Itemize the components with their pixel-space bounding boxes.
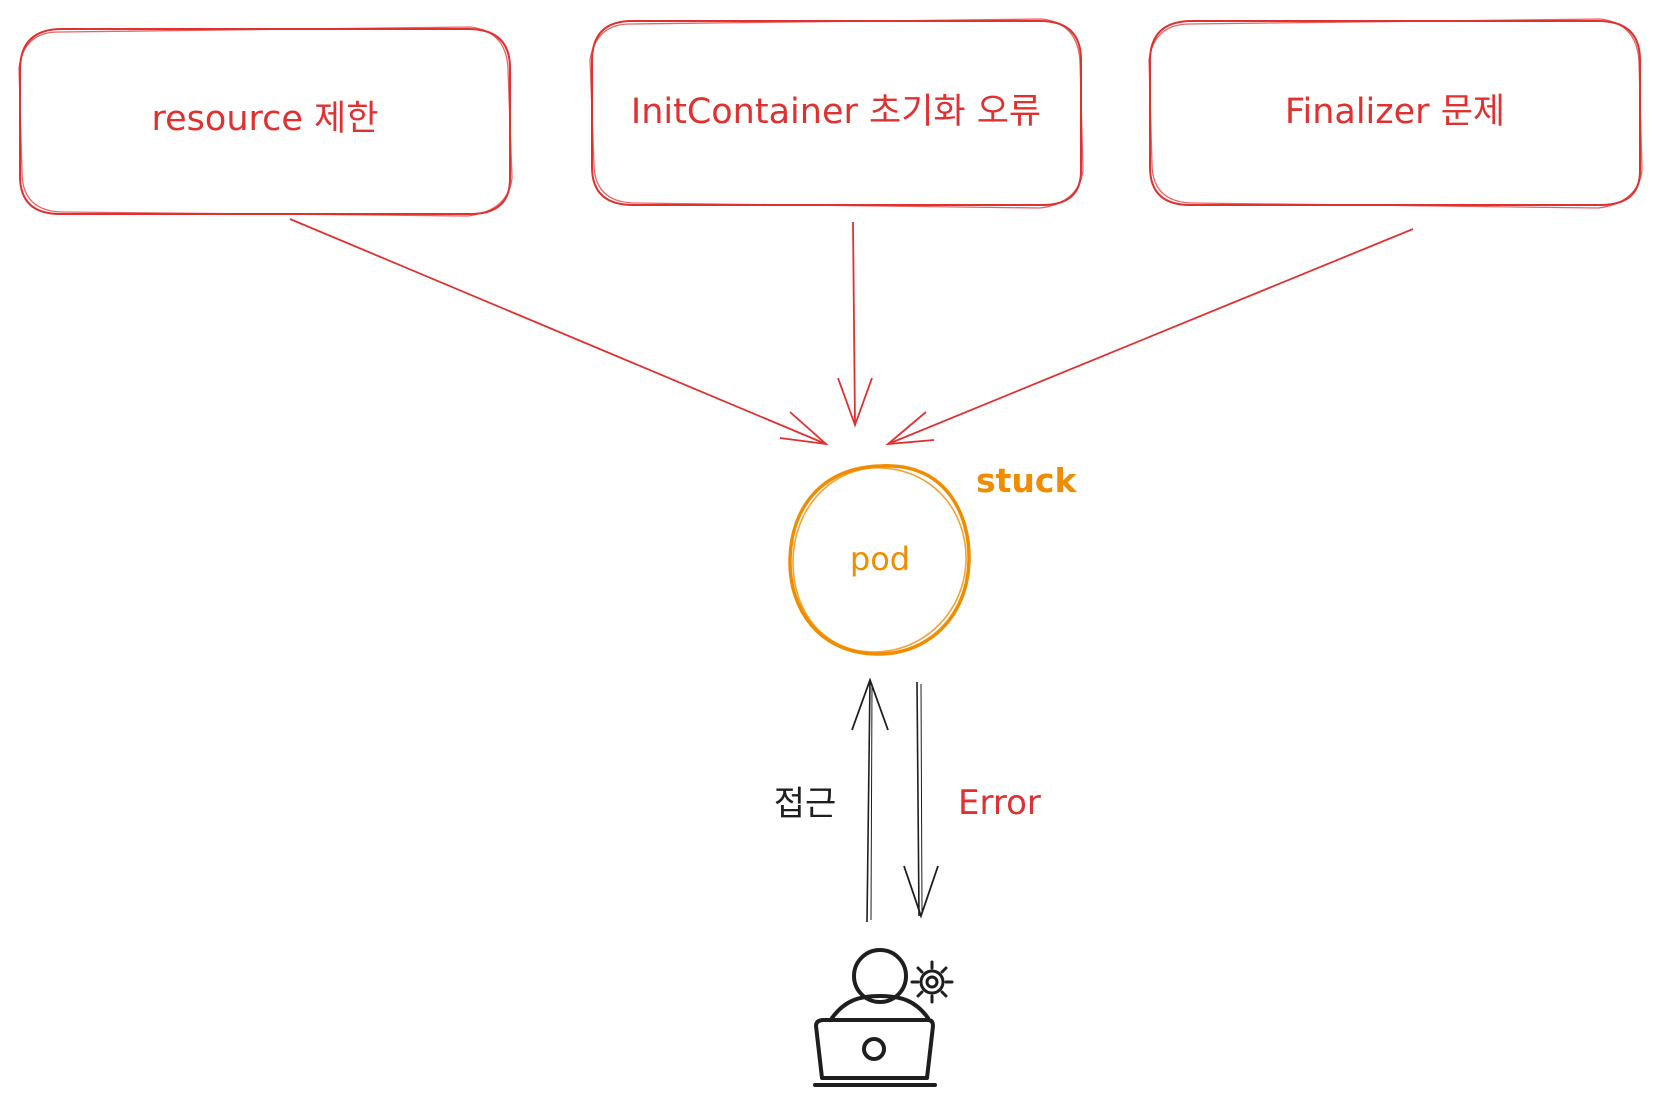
arrow-finalizer-to-pod	[885, 228, 1414, 446]
cause-label-resource: resource 제한	[152, 99, 379, 139]
cause-box-initcontainer: InitContainer 초기화 오류	[589, 18, 1084, 209]
cause-label-initcontainer: InitContainer 초기화 오류	[631, 92, 1041, 132]
request-arrow	[851, 677, 889, 923]
cause-label-finalizer: Finalizer 문제	[1285, 92, 1505, 132]
gear-icon	[910, 960, 954, 1004]
pod-status-label: stuck	[976, 461, 1077, 500]
arrow-initcontainer-to-pod	[837, 221, 873, 428]
developer-with-laptop-icon	[813, 948, 954, 1087]
response-label: Error	[958, 783, 1041, 823]
cause-box-resource: resource 제한	[18, 26, 513, 217]
cause-box-finalizer: Finalizer 문제	[1148, 18, 1643, 209]
request-label: 접근	[774, 784, 837, 824]
response-arrow	[903, 681, 939, 919]
arrow-resource-to-pod	[289, 218, 829, 446]
pod-label: pod	[850, 540, 910, 578]
pod-node: pod	[788, 464, 971, 656]
